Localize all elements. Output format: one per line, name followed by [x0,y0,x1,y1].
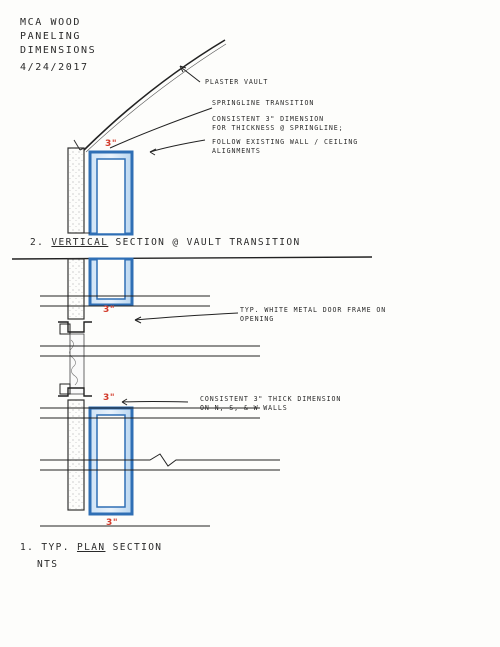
header-date: 4/24/2017 [20,62,89,73]
section-2-number: 2. [30,237,45,248]
note-springline: SPRINGLINE TRANSITION [212,99,315,107]
cut-lines [40,295,280,527]
header-line-1: MCA WOOD [20,17,81,28]
dimension-label: 3" [103,393,116,403]
note-door-frame-1: TYP. WHITE METAL DOOR FRAME ON [240,306,387,314]
vertical-section-drawing [67,39,227,236]
header-line-2: PANELING [20,31,81,42]
note-consistent-1: CONSISTENT 3" DIMENSION [212,115,325,123]
wall-segment-top [67,258,85,320]
wall-segment-bottom [67,399,85,511]
section-1-typ: TYP. [41,542,70,553]
wall-upper [67,147,85,234]
note-door-frame-2: OPENING [240,315,275,323]
note-thick-1: CONSISTENT 3" THICK DIMENSION [200,395,342,403]
section-2-rest: SECTION @ VAULT TRANSITION [115,237,301,248]
header-line-3: DIMENSIONS [20,45,97,56]
section-1-rest: SECTION [112,542,163,553]
note-consistent-4: ALIGNMENTS [212,147,261,155]
section-1-title: 1. TYP. PLAN SECTION [20,543,162,553]
dimension-label: 3" [103,305,116,315]
plaster-vault-curve [83,39,226,151]
door-opening [69,333,85,395]
section-divider [11,256,373,260]
note-consistent-2: FOR THICKNESS @ SPRINGLINE; [212,124,344,132]
section-1-number: 1. [20,542,35,553]
note-thick-2: ON N, S, & W WALLS [200,404,288,412]
plan-section-drawing [40,257,280,527]
section-1-scale: NTS [37,559,59,570]
dimension-label: 3" [105,139,118,149]
note-consistent-3: FOLLOW EXISTING WALL / CEILING [212,138,359,146]
note-plaster-vault: PLASTER VAULT [205,78,269,86]
section-2-underlined: VERTICAL [51,237,109,248]
dimension-label: 3" [106,518,119,528]
leader-lines [109,65,239,406]
door-frame-upper [58,321,92,333]
section-1-underlined: PLAN [76,542,106,553]
section-2-title: 2. VERTICAL SECTION @ VAULT TRANSITION [30,238,301,248]
door-frame-lower [58,387,92,397]
